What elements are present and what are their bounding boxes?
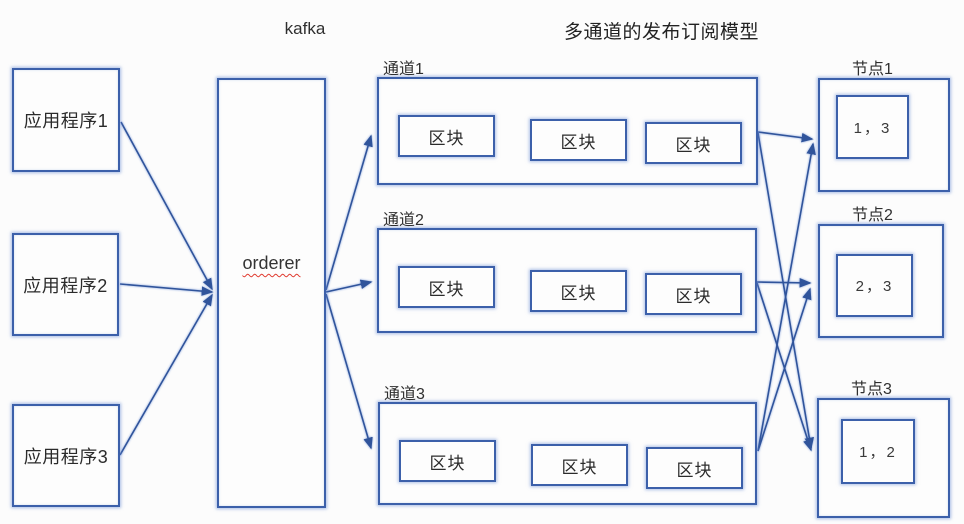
arrow-orderer-to-channel1 — [325, 134, 373, 291]
channel-3-box: 通道3 区块 区块 区块 — [378, 386, 757, 505]
arrow-app2-to-orderer — [119, 283, 214, 296]
block: 区块 — [646, 447, 743, 489]
arrow-channel2-to-node3 — [756, 282, 813, 452]
node-1-subscriptions: 1，3 — [836, 95, 909, 159]
block: 区块 — [399, 440, 496, 482]
arrow-orderer-to-channel3 — [325, 293, 373, 450]
application-3-label: 应用程序3 — [23, 446, 109, 467]
diagram-title: 多通道的发布订阅模型 — [564, 22, 760, 43]
node-2-label: 节点2 — [852, 207, 893, 224]
node-3-label: 节点3 — [851, 381, 892, 398]
block: 区块 — [645, 122, 742, 164]
arrow-app1-to-orderer — [120, 121, 213, 291]
node-2-subscriptions: 2，3 — [836, 254, 913, 317]
orderer-box — [217, 78, 326, 508]
channel-3-label: 通道3 — [384, 386, 425, 403]
arrow-channel3-to-node1 — [757, 142, 816, 452]
channel-2-label: 通道2 — [383, 212, 424, 229]
block: 区块 — [398, 266, 495, 308]
node-1-label: 节点1 — [852, 61, 893, 78]
arrow-channel3-to-node2 — [757, 287, 812, 452]
channel-2-box: 通道2 区块 区块 区块 — [377, 212, 757, 333]
block: 区块 — [530, 270, 627, 312]
channel-1-label: 通道1 — [383, 61, 424, 78]
block: 区块 — [530, 119, 627, 161]
node-3-box: 节点3 1，2 — [817, 381, 950, 518]
arrow-app3-to-orderer — [119, 293, 213, 456]
arrow-channel1-to-node3 — [757, 132, 815, 450]
arrow-orderer-to-channel2 — [325, 279, 373, 293]
node-2-box: 节点2 2，3 — [818, 207, 944, 338]
application-2-box: 应用程序2 — [12, 233, 119, 336]
channel-1-box: 通道1 区块 区块 区块 — [377, 61, 758, 185]
application-3-box: 应用程序3 — [12, 404, 120, 507]
orderer-label-text: orderer — [242, 253, 301, 273]
node-3-subscriptions: 1，2 — [841, 419, 915, 484]
arrow-channel1-to-node1 — [757, 131, 814, 143]
application-1-label: 应用程序1 — [23, 111, 109, 131]
block: 区块 — [531, 444, 628, 486]
orderer-label: orderer — [217, 253, 326, 274]
block: 区块 — [645, 273, 742, 315]
block: 区块 — [398, 115, 495, 157]
application-2-label: 应用程序2 — [23, 275, 108, 296]
node-1-box: 节点1 1，3 — [818, 61, 950, 192]
arrow-channel2-to-node2 — [756, 278, 812, 288]
kafka-caption: kafka — [284, 19, 326, 38]
application-1-box: 应用程序1 — [12, 68, 120, 172]
